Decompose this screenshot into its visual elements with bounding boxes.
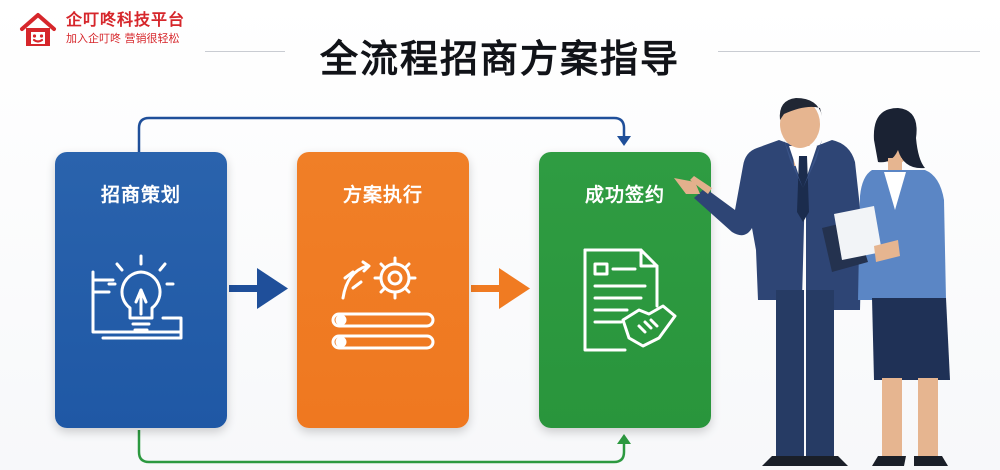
house-logo-icon — [20, 13, 56, 46]
businesswoman-clipboard — [822, 108, 950, 466]
logo-name: 企叮咚科技平台 — [66, 10, 186, 29]
title-divider-right — [718, 51, 980, 52]
brand-logo[interactable]: 企叮咚科技平台 加入企叮咚 营销很轻松 — [18, 10, 185, 50]
step-label-planning: 招商策划 — [100, 184, 181, 206]
page-title: 全流程招商方案指导 — [319, 37, 680, 81]
arrow-right-orange-icon — [471, 268, 530, 309]
contract-handshake-icon — [583, 248, 677, 352]
lightbulb-blueprint-icon — [91, 254, 183, 340]
top-loop-arrow — [137, 116, 626, 152]
step-card-execution[interactable]: 方案执行 — [297, 152, 469, 428]
arrow-right-blue-icon — [229, 268, 288, 309]
step-card-signing[interactable]: 成功签约 — [539, 152, 711, 428]
step-label-execution: 方案执行 — [342, 184, 423, 206]
gear-progress-icon — [331, 256, 435, 350]
logo-text: 企叮咚科技平台 加入企叮咚 营销很轻松 — [66, 10, 185, 47]
step-label-signing: 成功签约 — [584, 184, 665, 206]
bottom-loop-arrow — [137, 430, 626, 464]
title-divider-left — [205, 51, 285, 52]
step-card-planning[interactable]: 招商策划 — [55, 152, 227, 428]
logo-slogan: 加入企叮咚 营销很轻松 — [66, 32, 180, 45]
